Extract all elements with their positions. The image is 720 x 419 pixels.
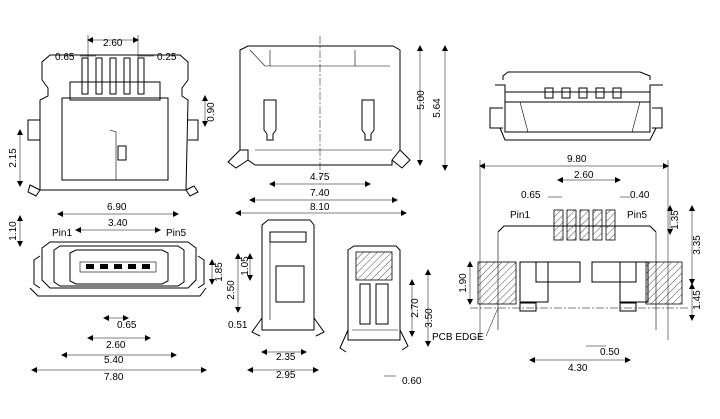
dim-section-0-60: 0.60 [402, 376, 422, 387]
side-view-right [489, 71, 663, 141]
dim-front-top-2-15: 2.15 [8, 148, 19, 168]
dim-front-bottom-6-90: 6.90 [107, 202, 127, 213]
pin5-label: Pin5 [166, 228, 186, 239]
dim-footprint-3-35: 3.35 [692, 235, 703, 255]
dim-footprint-4-30: 4.30 [568, 363, 588, 374]
dim-front-top-pitch-span: 2.60 [103, 38, 123, 49]
dim-front-bottom-3-40: 3.40 [108, 218, 128, 229]
footprint-pin1-label: Pin1 [510, 210, 530, 221]
dim-footprint-1-35: 1.35 [670, 210, 681, 230]
front-top-pins [81, 57, 145, 95]
pcb-edge-label: PCB EDGE [432, 332, 484, 343]
dim-side-small-1-05: 1.05 [240, 256, 251, 276]
dim-front-bottom-1-10: 1.10 [8, 221, 19, 241]
dim-side-small-2-95: 2.95 [276, 370, 296, 381]
dim-footprint-1-45: 1.45 [692, 290, 703, 310]
front-view-top: 2.60 0.65 0.25 0.90 2.15 [8, 35, 217, 197]
section-hatch-top [355, 251, 393, 281]
dim-side-top-8-10: 8.10 [310, 202, 330, 213]
footprint-pin5-label: Pin5 [627, 210, 647, 221]
dim-front-bottom-7-80: 7.80 [104, 372, 124, 383]
dim-front-bottom-2-60: 2.60 [106, 340, 126, 351]
dim-side-top-4-75: 4.75 [310, 172, 330, 183]
section-view: 2.70 3.50 0.60 [339, 245, 435, 387]
footprint-mount-pad-left [477, 261, 517, 305]
dim-front-bottom-5-40: 5.40 [104, 355, 124, 366]
dim-footprint-0-40: 0.40 [630, 190, 650, 201]
dim-side-top-7-40: 7.40 [310, 188, 330, 199]
front-bottom-pins [86, 264, 150, 269]
footprint-mount-pad-right [645, 261, 683, 305]
pin1-label: Pin1 [52, 228, 72, 239]
dim-side-small-2-35: 2.35 [276, 352, 296, 363]
footprint-signal-pads [553, 209, 616, 241]
dim-front-top-pin-width: 0.25 [157, 52, 177, 63]
side-view-top: 5.00 5.64 4.75 7.40 8.10 [227, 36, 448, 216]
dim-footprint-9-80: 9.80 [567, 154, 587, 165]
dim-side-top-5-64: 5.64 [432, 98, 443, 118]
side-right-pins [544, 87, 622, 99]
side-view-small: 1.05 2.50 0.51 2.35 2.95 [226, 219, 325, 381]
dim-front-top-0-90: 0.90 [206, 102, 217, 122]
dim-section-3-50: 3.50 [424, 308, 435, 328]
pcb-footprint: 9.80 2.60 0.65 0.40 Pin1 Pin5 PCB EDGE [432, 154, 703, 374]
dim-front-bottom-0-65: 0.65 [117, 320, 137, 331]
front-view-bottom: 6.90 3.40 Pin1 Pin5 1.10 1.85 0.65 2.60 … [8, 202, 225, 383]
dim-front-bottom-1-85: 1.85 [214, 262, 225, 282]
dim-side-small-2-50: 2.50 [226, 280, 237, 300]
dim-footprint-2-60: 2.60 [574, 170, 594, 181]
dim-footprint-0-65: 0.65 [521, 190, 541, 201]
dim-section-2-70: 2.70 [410, 298, 421, 318]
dim-footprint-0-50: 0.50 [600, 347, 620, 358]
dim-side-top-5-00: 5.00 [416, 90, 427, 110]
dim-front-top-pitch: 0.65 [55, 52, 75, 63]
dim-footprint-1-90: 1.90 [458, 273, 469, 293]
dim-side-small-0-51: 0.51 [228, 320, 248, 331]
